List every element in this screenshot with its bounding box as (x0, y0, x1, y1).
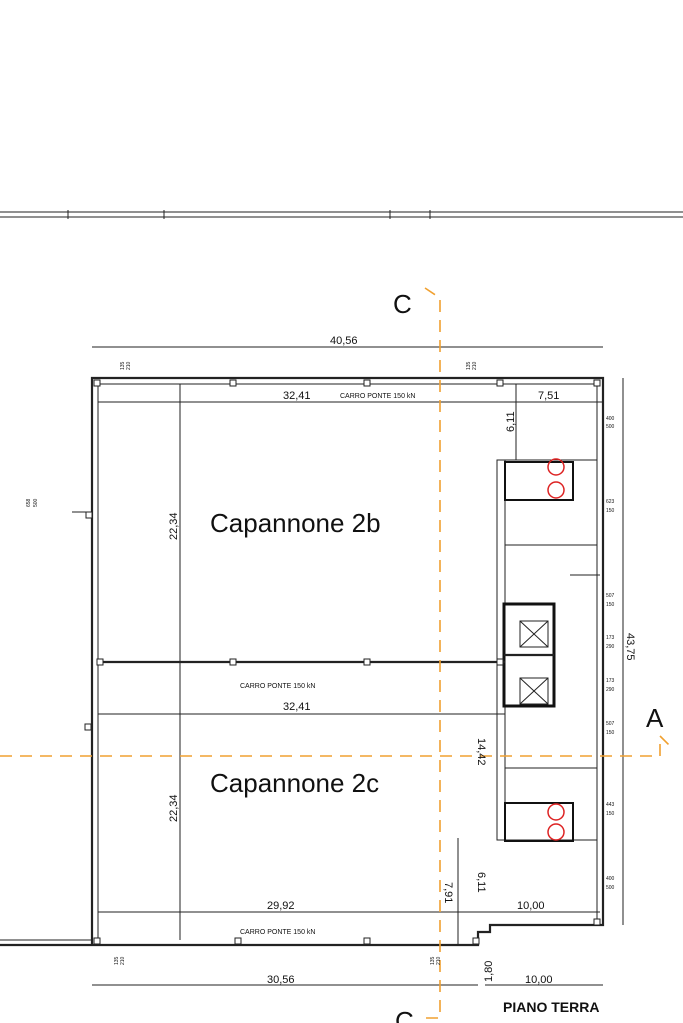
dim-bottom-step: 7,91 (442, 882, 454, 903)
dim-bottom-right-depth: 6,11 (475, 872, 487, 893)
section-marker-a: A (646, 703, 664, 733)
opening-left-door-w: 658 (26, 498, 32, 507)
opening-top-left-w: 135 (120, 361, 126, 370)
opening-right-4-w: 173 (606, 635, 615, 641)
dimension-lines (92, 346, 624, 986)
dim-lower-bay-depth: 22,34 (168, 794, 180, 822)
section-marker-c-bottom: C (395, 1006, 414, 1023)
dim-upper-bay-depth: 22,34 (168, 512, 180, 540)
opening-top-mid-h: 210 (472, 361, 478, 370)
opening-right-5-h: 290 (606, 687, 615, 693)
opening-right-8-w: 400 (606, 876, 615, 882)
dim-bottom-offset: 1,80 (483, 961, 495, 982)
opening-left-door-h: 500 (33, 498, 39, 507)
opening-bottom-mid-h: 210 (436, 956, 442, 965)
opening-labels: 658 500 135 210 135 210 135 210 135 210 … (26, 361, 615, 965)
dim-bottom-right-overall: 10,00 (525, 974, 553, 986)
opening-right-2-h: 150 (606, 508, 615, 514)
columns (84, 379, 601, 945)
dim-bottom-span-inner: 29,92 (267, 900, 295, 912)
building-walls (0, 376, 605, 947)
opening-bottom-mid-w: 135 (430, 956, 436, 965)
room-label-2b: Capannone 2b (210, 508, 381, 538)
opening-right-6-w: 507 (606, 721, 615, 727)
crane-label-bottom: CARRO PONTE 150 kN (240, 929, 315, 936)
crane-label-top: CARRO PONTE 150 kN (340, 393, 415, 400)
site-boundary (0, 210, 683, 219)
opening-right-6-h: 150 (606, 730, 615, 736)
section-marker-c-top: C (393, 289, 412, 319)
dim-top-span: 32,41 (283, 390, 311, 402)
dim-overall-depth: 43,75 (624, 633, 636, 661)
opening-right-1-w: 400 (606, 416, 615, 422)
dim-top-right-span: 7,51 (538, 390, 559, 402)
opening-bottom-left-h: 210 (120, 956, 126, 965)
room-label-2c: Capannone 2c (210, 768, 379, 798)
dim-overall-width: 40,56 (330, 335, 358, 347)
opening-right-1-h: 500 (606, 424, 615, 430)
dim-bottom-right-span: 10,00 (517, 900, 545, 912)
opening-right-2-w: 623 (606, 499, 615, 505)
plan-title: PIANO TERRA (503, 999, 599, 1015)
opening-top-mid-w: 135 (466, 361, 472, 370)
opening-right-4-h: 290 (606, 644, 615, 650)
opening-top-left-h: 210 (126, 361, 132, 370)
section-line-a (0, 734, 673, 757)
opening-right-7-h: 150 (606, 811, 615, 817)
dim-middle-span: 32,41 (283, 701, 311, 713)
dim-core-length: 14,42 (475, 738, 487, 766)
opening-right-7-w: 443 (606, 802, 615, 808)
section-line-c (424, 287, 441, 1019)
opening-right-3-h: 150 (606, 602, 615, 608)
opening-right-8-h: 500 (606, 885, 615, 891)
dim-top-right-depth: 6,11 (505, 411, 517, 432)
dim-bottom-overall: 30,56 (267, 974, 295, 986)
opening-right-5-w: 173 (606, 678, 615, 684)
opening-right-3-w: 507 (606, 593, 615, 599)
crane-label-middle: CARRO PONTE 150 kN (240, 683, 315, 690)
opening-bottom-left-w: 135 (114, 956, 120, 965)
